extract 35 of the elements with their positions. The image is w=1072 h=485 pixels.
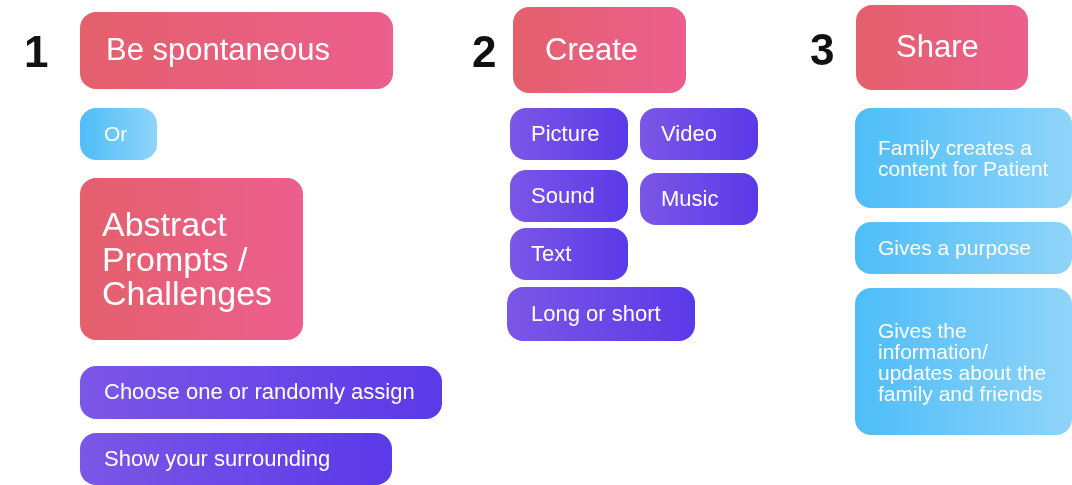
rounded-box (855, 288, 1072, 435)
box-label: Sound (531, 183, 595, 209)
rounded-box (640, 108, 758, 160)
step-number: 2 (472, 30, 497, 74)
rounded-box (80, 12, 393, 89)
step-number: 3 (810, 28, 835, 72)
box-label: Music (661, 186, 719, 212)
box-label: Gives the information/ updates about the family and friends (878, 319, 1048, 404)
rounded-box (80, 178, 303, 340)
box-label: Choose one or randomly assign (104, 380, 415, 405)
rounded-box (80, 366, 442, 419)
box-label: Picture (531, 121, 600, 147)
rounded-box (856, 5, 1028, 90)
rounded-box (855, 222, 1072, 274)
rounded-box (510, 108, 628, 160)
rounded-box (510, 228, 628, 280)
box-label: Share (896, 30, 979, 65)
box-label: Show your surrounding (104, 446, 331, 472)
box-label: Create (545, 32, 639, 68)
box-label: Family creates a content for Patient (878, 137, 1050, 179)
box-label: Video (661, 121, 717, 147)
box-label: Gives a purpose (878, 236, 1031, 260)
rounded-box (510, 170, 628, 222)
step-number: 1 (24, 30, 49, 74)
rounded-box (507, 287, 695, 341)
box-label: Be spontaneous (106, 33, 331, 68)
box-label: Text (531, 241, 572, 267)
rounded-box (513, 7, 686, 93)
rounded-box (80, 433, 392, 485)
rounded-box (640, 173, 758, 225)
box-label: Abstract Prompts / Challenges (102, 207, 274, 311)
rounded-box (855, 108, 1072, 208)
box-label: Or (104, 122, 128, 146)
rounded-box (80, 108, 157, 160)
box-label: Long or short (531, 301, 661, 327)
